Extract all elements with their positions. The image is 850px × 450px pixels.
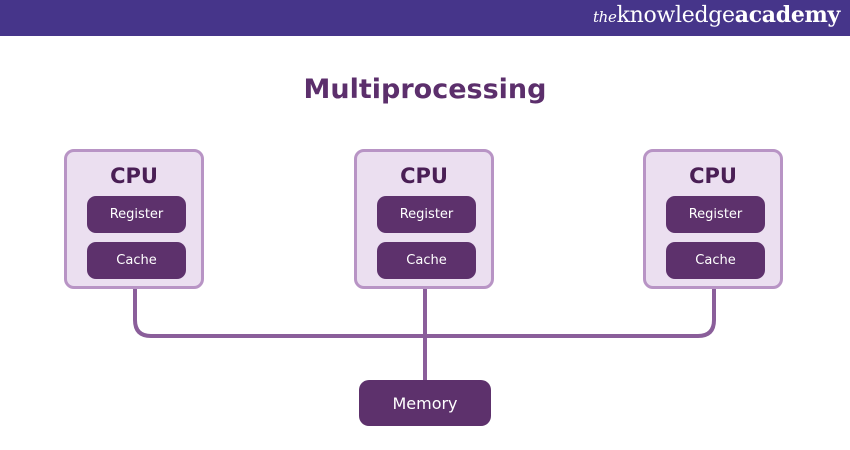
brand-prefix: the [592, 8, 617, 26]
cpu-label: CPU [110, 164, 158, 188]
wire-cpu1 [133, 232, 425, 338]
register-block: Register [87, 196, 186, 233]
register-block: Register [666, 196, 765, 233]
diagram-title: Multiprocessing [303, 74, 547, 105]
brand-logo: theknowledgeacademy [593, 2, 840, 28]
brand-knowledge: knowledge [616, 3, 735, 28]
cache-block: Cache [666, 242, 765, 279]
cpu-box-2: CPU Register Cache [354, 149, 494, 289]
cache-block: Cache [377, 242, 476, 279]
cpu-label: CPU [400, 164, 448, 188]
cpu-label: CPU [689, 164, 737, 188]
cpu-box-1: CPU Register Cache [64, 149, 204, 289]
wire-cpu3 [425, 232, 716, 338]
memory-block: Memory [359, 380, 491, 426]
cache-block: Cache [87, 242, 186, 279]
register-block: Register [377, 196, 476, 233]
header-bar: theknowledgeacademy [0, 0, 850, 36]
cpu-box-3: CPU Register Cache [643, 149, 783, 289]
brand-academy: academy [734, 2, 841, 28]
